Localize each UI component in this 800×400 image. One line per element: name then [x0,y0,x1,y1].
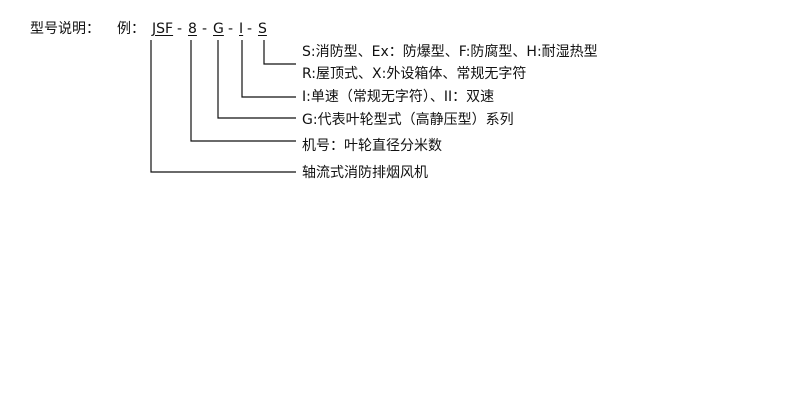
example-prefix: 例： [117,21,145,37]
desc-machine-number: 机号：叶轮直径分米数 [302,138,442,154]
code-part-impeller-type: G [213,21,224,37]
desc-impeller-type: G:代表叶轮型式（高静压型）系列 [302,112,514,128]
code-separator: - [247,21,253,37]
desc-series: 轴流式消防排烟风机 [302,165,428,181]
code-separator: - [177,21,183,37]
code-part-function: S [258,21,267,37]
leader-line-speed [241,40,296,98]
code-part-series: JSF [152,21,174,37]
desc-speed: I:单速（常规无字符）、II：双速 [302,89,495,105]
desc-function: S:消防型、Ex：防爆型、F:防腐型、H:耐湿热型 [302,44,598,60]
code-separator: - [228,21,234,37]
leader-line-machine-number [190,40,296,142]
leader-line-function [263,40,296,65]
code-part-speed: I [239,21,244,37]
leader-line-series [150,40,296,173]
code-separator: - [202,21,208,37]
model-label: 型号说明： [30,21,100,37]
leader-line-impeller-type [217,40,296,119]
desc-installation: R:屋顶式、X:外设箱体、常规无字符 [302,66,527,82]
code-part-machine-number: 8 [188,21,197,37]
